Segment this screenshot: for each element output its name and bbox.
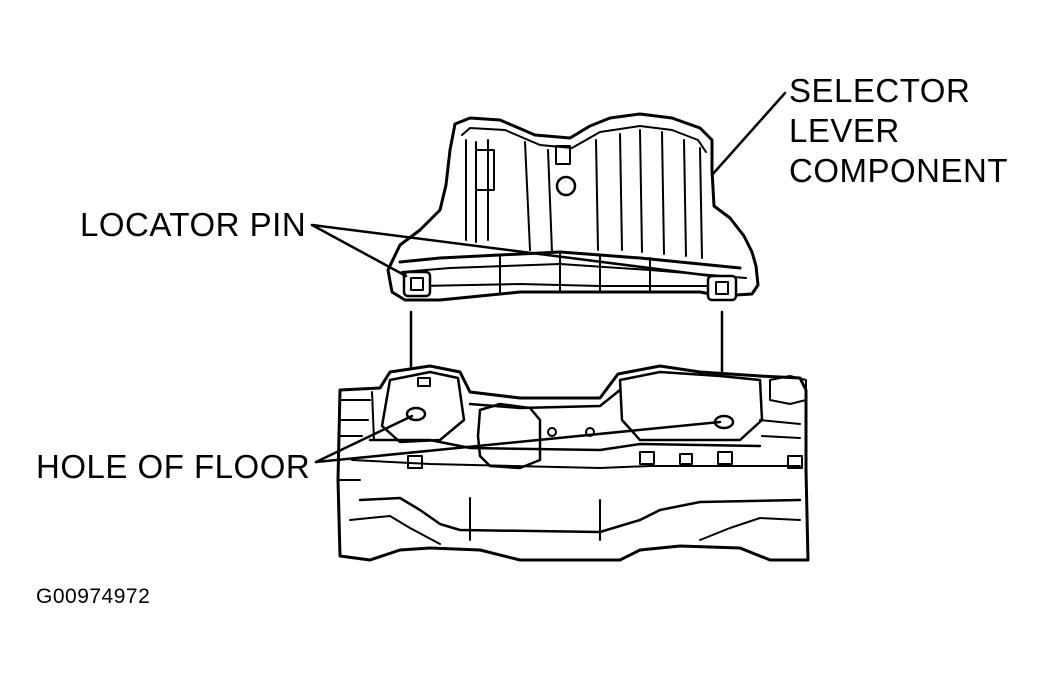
figure-code: G00974972 — [36, 585, 151, 608]
selector-lever-component-drawing — [386, 112, 760, 302]
leader-lines — [310, 91, 787, 464]
hole-of-floor-label: HOLE OF FLOOR — [36, 448, 311, 485]
selector-lever-component-label-line1: SELECTOR — [789, 72, 971, 109]
selector-lever-component-label-line3: COMPONENT — [789, 152, 1008, 189]
selector-lever-component-label-line2: LEVER — [789, 112, 900, 149]
vehicle-floor-drawing — [336, 364, 810, 562]
locator-pin-label: LOCATOR PIN — [80, 206, 307, 243]
